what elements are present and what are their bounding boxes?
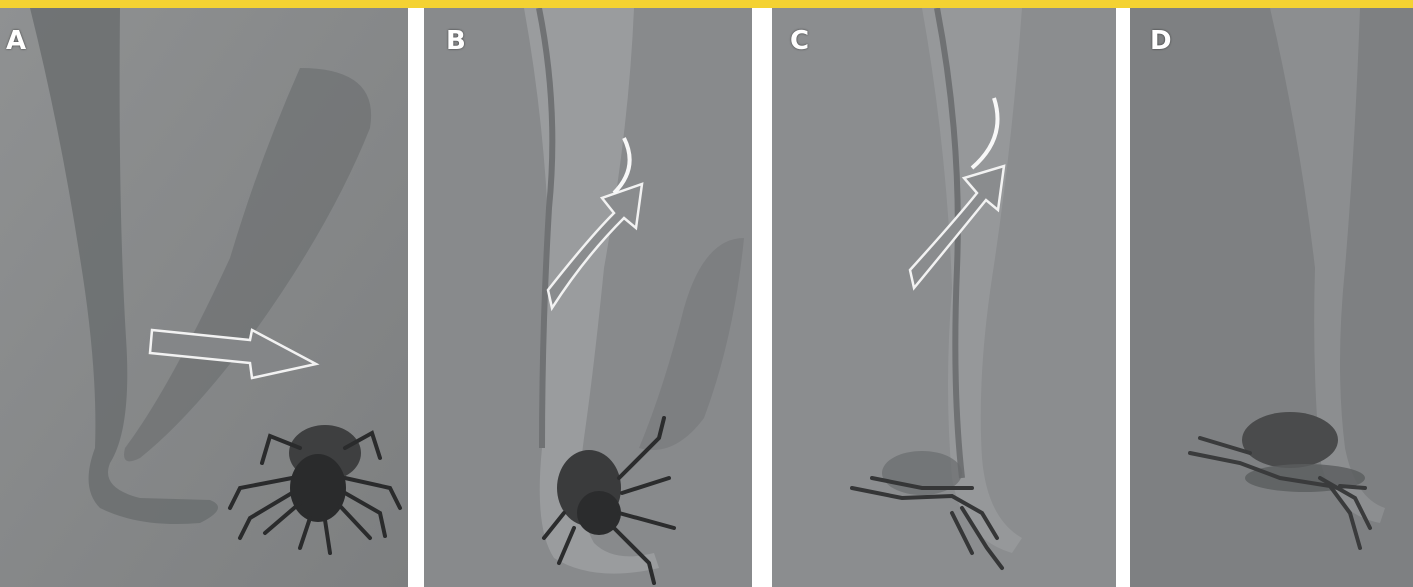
panel-a: A <box>0 8 408 587</box>
panel-d-label: D <box>1150 28 1172 54</box>
panel-d: D <box>1130 8 1413 587</box>
panel-c-photo <box>772 8 1116 587</box>
panel-a-label: A <box>6 28 26 54</box>
panel-b: B <box>424 8 752 587</box>
panel-c-label: C <box>790 28 809 54</box>
panel-a-photo <box>0 8 408 587</box>
top-border <box>0 0 1413 8</box>
panel-b-label: B <box>446 28 466 54</box>
panel-b-photo <box>424 8 752 587</box>
panel-c: C <box>772 8 1116 587</box>
panel-d-photo <box>1130 8 1413 587</box>
